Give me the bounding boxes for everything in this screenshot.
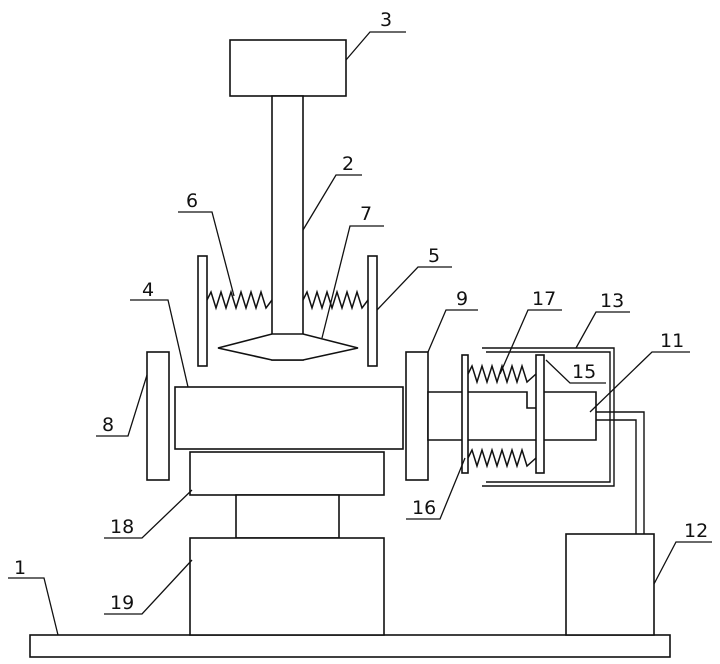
inner-plate-right xyxy=(536,355,544,473)
pedestal xyxy=(190,538,384,635)
label-8: 8 xyxy=(102,414,114,436)
inner-plate-left xyxy=(462,355,468,473)
label-1: 1 xyxy=(14,557,26,579)
leader-9 xyxy=(428,310,478,352)
lower-spring-bottom xyxy=(468,450,536,466)
label-15: 15 xyxy=(572,361,596,383)
right-guide-plate xyxy=(368,256,377,366)
power-box xyxy=(566,534,654,635)
label-9: 9 xyxy=(456,288,468,310)
support-column xyxy=(236,495,339,538)
label-12: 12 xyxy=(684,520,708,542)
label-2: 2 xyxy=(342,153,354,175)
right-clamp-pad xyxy=(406,352,428,480)
leader-1 xyxy=(8,578,58,635)
leader-3 xyxy=(346,32,406,60)
base-plate xyxy=(30,635,670,657)
label-11: 11 xyxy=(660,330,684,352)
leader-5 xyxy=(377,267,452,310)
label-3: 3 xyxy=(380,9,392,31)
push-rod xyxy=(428,392,596,440)
label-5: 5 xyxy=(428,245,440,267)
label-7: 7 xyxy=(360,203,372,225)
wedge-tip xyxy=(218,334,358,360)
cable-outer xyxy=(596,412,644,534)
leader-13 xyxy=(576,312,630,348)
label-16: 16 xyxy=(412,497,436,519)
support-block xyxy=(190,452,384,495)
leader-11 xyxy=(590,352,690,412)
left-clamp-pad xyxy=(147,352,169,480)
left-guide-plate xyxy=(198,256,207,366)
label-18: 18 xyxy=(110,516,134,538)
label-6: 6 xyxy=(186,190,198,212)
cable-inner xyxy=(596,420,636,534)
upper-right-spring xyxy=(303,292,368,308)
leader-12 xyxy=(654,542,712,584)
leader-17 xyxy=(500,310,562,374)
leader-2 xyxy=(303,175,362,230)
label-17: 17 xyxy=(532,288,556,310)
label-13: 13 xyxy=(600,290,624,312)
label-4: 4 xyxy=(142,279,154,301)
top-actuator-block xyxy=(230,40,346,96)
label-19: 19 xyxy=(110,592,134,614)
workpiece xyxy=(175,387,403,449)
vertical-rod xyxy=(272,96,303,360)
upper-left-spring xyxy=(207,292,272,308)
